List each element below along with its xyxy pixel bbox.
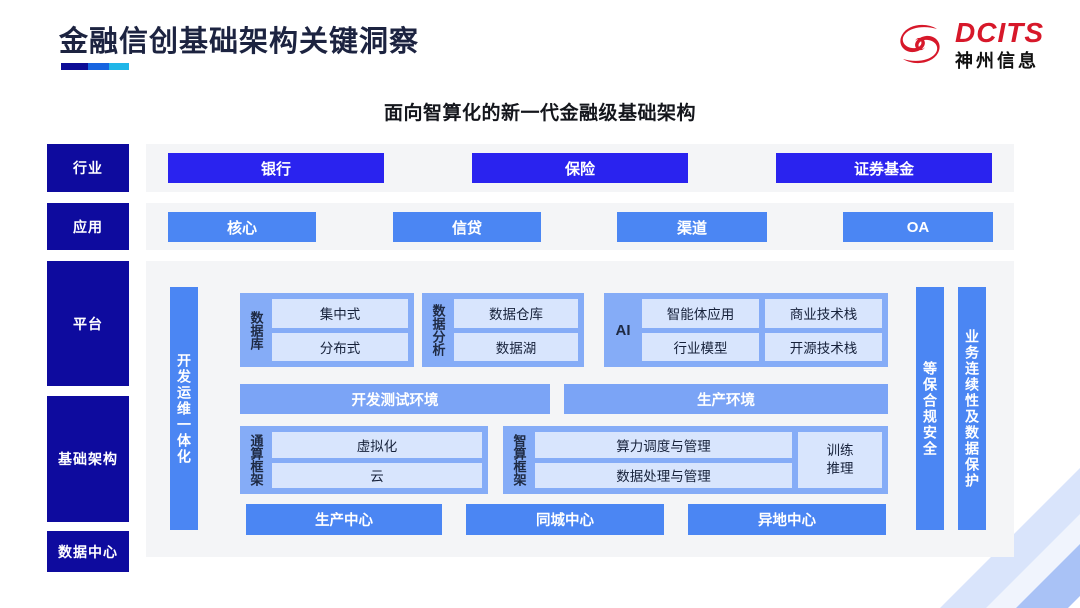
group-general-compute-framework: 通算框架 虚拟化 云: [240, 426, 488, 494]
cell-centralized[interactable]: 集中式: [272, 299, 408, 328]
group-intelligent-compute-framework: 智算框架 算力调度与管理 数据处理与管理 训练 推理: [503, 426, 888, 494]
train-label: 训练: [826, 442, 854, 458]
rail-item-datacenter[interactable]: 数据中心: [47, 531, 129, 572]
spiral-logo-icon: [893, 17, 947, 71]
group-database: 数据库 集中式 分布式: [240, 293, 414, 367]
cell-commercial-stack[interactable]: 商业技术栈: [765, 299, 882, 328]
page-subtitle: 面向智算化的新一代金融级基础架构: [383, 103, 696, 124]
cell-data-processing[interactable]: 数据处理与管理: [535, 462, 792, 488]
group-data-analysis: 数据分析 数据仓库 数据湖: [422, 293, 584, 367]
env-bar-dev-test[interactable]: 开发测试环境: [240, 384, 550, 414]
title-accent-bar: [61, 63, 129, 70]
application-box-oa[interactable]: OA: [843, 212, 993, 242]
brand-logo: DCITS 神州信息: [893, 17, 1044, 71]
cell-distributed[interactable]: 分布式: [272, 332, 408, 361]
cell-agent-application[interactable]: 智能体应用: [642, 299, 759, 328]
cell-cloud[interactable]: 云: [272, 462, 482, 488]
cell-virtualization[interactable]: 虚拟化: [272, 432, 482, 458]
rail-item-infrastructure[interactable]: 基础架构: [47, 396, 129, 522]
group-label-database: 数据库: [248, 310, 264, 350]
group-label-data-analysis: 数据分析: [430, 304, 446, 356]
page-title: 金融信创基础架构关键洞察: [59, 26, 420, 58]
logo-text-en: DCITS: [955, 16, 1044, 48]
cell-data-lake[interactable]: 数据湖: [454, 332, 578, 361]
env-bar-production[interactable]: 生产环境: [564, 384, 888, 414]
industry-box-securities[interactable]: 证券基金: [776, 153, 992, 183]
datacenter-box-remote[interactable]: 异地中心: [688, 504, 886, 535]
group-label-general-compute: 通算框架: [248, 434, 264, 486]
vertical-bar-devops[interactable]: 开发运维一体化: [170, 287, 198, 530]
vertical-bar-continuity[interactable]: 业务连续性及数据保护: [958, 287, 986, 530]
group-ai: AI 智能体应用 商业技术栈 行业模型 开源技术栈: [604, 293, 888, 367]
rail-item-application[interactable]: 应用: [47, 203, 129, 250]
datacenter-box-metro[interactable]: 同城中心: [466, 504, 664, 535]
cell-data-warehouse[interactable]: 数据仓库: [454, 299, 578, 328]
rail-item-platform[interactable]: 平台: [47, 261, 129, 386]
vertical-bar-security[interactable]: 等保合规安全: [916, 287, 944, 530]
rail-item-industry[interactable]: 行业: [47, 144, 129, 192]
cell-industry-model[interactable]: 行业模型: [642, 332, 759, 361]
industry-box-insurance[interactable]: 保险: [472, 153, 688, 183]
application-box-channel[interactable]: 渠道: [617, 212, 767, 242]
cell-opensource-stack[interactable]: 开源技术栈: [765, 332, 882, 361]
cell-compute-scheduling[interactable]: 算力调度与管理: [535, 432, 792, 458]
cell-train-inference[interactable]: 训练 推理: [798, 432, 882, 488]
datacenter-box-production[interactable]: 生产中心: [246, 504, 442, 535]
application-box-core[interactable]: 核心: [168, 212, 316, 242]
application-box-credit[interactable]: 信贷: [393, 212, 541, 242]
logo-text-cn: 神州信息: [955, 50, 1039, 71]
inference-label: 推理: [826, 461, 854, 476]
group-label-ai: AI: [615, 321, 631, 339]
group-label-intelligent-compute: 智算框架: [511, 434, 527, 486]
industry-box-bank[interactable]: 银行: [168, 153, 384, 183]
